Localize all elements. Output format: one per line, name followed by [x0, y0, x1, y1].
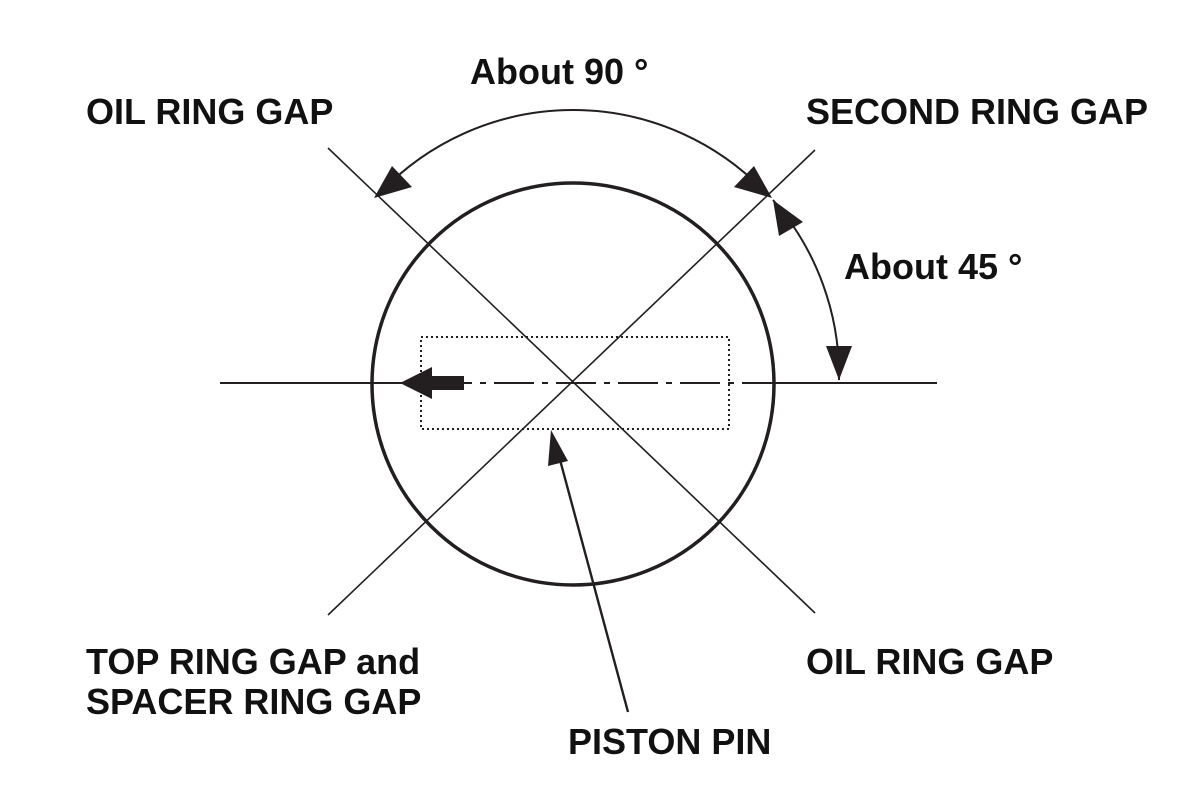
piston-pin-leader-line [554, 444, 630, 713]
label-oil-ring-gap-top: OIL RING GAP [86, 91, 334, 132]
arc-45-arrowhead-bottom [826, 346, 852, 380]
label-about-90: About 90 ° [470, 51, 649, 92]
label-piston-pin: PISTON PIN [568, 721, 772, 762]
arc-45-arrowhead-top [773, 200, 803, 236]
arc-90-arrowhead-right [734, 166, 772, 198]
diagonal-line-oil-ring [327, 147, 816, 614]
label-about-45: About 45 ° [844, 246, 1023, 287]
front-arrow-shaft [428, 376, 464, 390]
label-top-spacer-ring-gap: TOP RING GAP and SPACER RING GAP [86, 642, 421, 722]
arc-90-degrees [379, 109, 767, 194]
label-top-ring-gap-line1: TOP RING GAP and [86, 641, 421, 682]
arc-90-arrowhead-left [374, 166, 412, 198]
piston-pin-leader-arrowhead [548, 430, 568, 466]
front-arrow-head [400, 367, 432, 399]
label-second-ring-gap: SECOND RING GAP [806, 91, 1149, 132]
label-top-ring-gap-line2: SPACER RING GAP [86, 681, 422, 722]
label-oil-ring-gap-bottom: OIL RING GAP [806, 641, 1054, 682]
